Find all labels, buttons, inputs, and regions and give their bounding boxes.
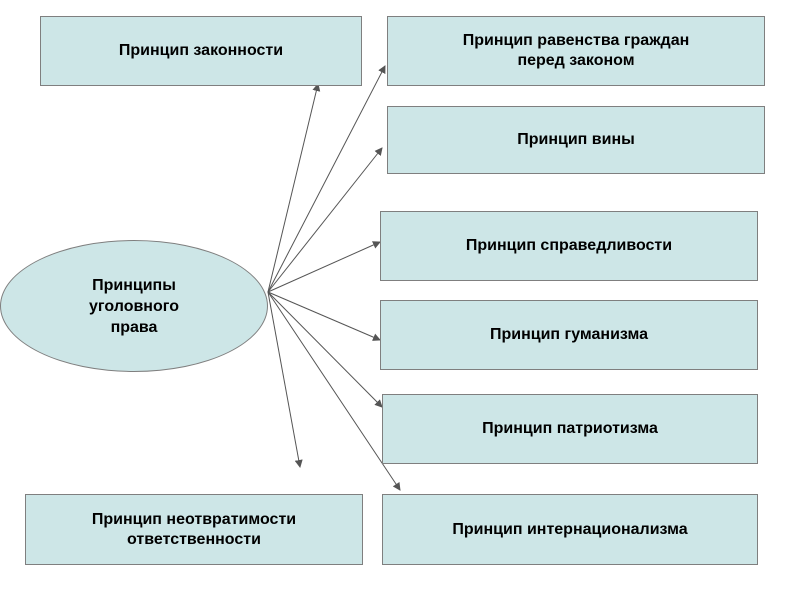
principle-patriotism-label: Принцип патриотизма bbox=[482, 420, 658, 437]
principle-internationalism: Принцип интернационализма bbox=[382, 494, 758, 565]
principle-legality-label: Принцип законности bbox=[118, 42, 284, 59]
principle-inevitability-label: Принцип неотвратимости ответственности bbox=[91, 510, 297, 548]
center-node-label: Принципы уголовного права bbox=[89, 276, 179, 336]
principle-guilt: Принцип вины bbox=[387, 106, 765, 174]
principle-patriotism: Принцип патриотизма bbox=[382, 394, 758, 464]
arrow-to-guilt bbox=[267, 147, 383, 293]
arrow-to-humanism bbox=[267, 291, 381, 341]
principle-humanism: Принцип гуманизма bbox=[380, 300, 758, 370]
principle-equality: Принцип равенства граждан перед законом bbox=[387, 16, 765, 86]
principle-equality-label: Принцип равенства граждан перед законом bbox=[462, 32, 690, 69]
principle-guilt-label: Принцип вины bbox=[517, 131, 635, 148]
arrow-to-inevitability bbox=[267, 291, 303, 468]
center-node: Принципы уголовного права bbox=[0, 240, 268, 372]
principle-internationalism-label: Принцип интернационализма bbox=[452, 520, 688, 538]
principle-humanism-label: Принцип гуманизма bbox=[489, 326, 648, 343]
principle-justice: Принцип справедливости bbox=[380, 211, 758, 281]
principle-justice-label: Принцип справедливости bbox=[465, 237, 673, 254]
arrow-to-patriotism bbox=[267, 291, 383, 408]
arrow-to-equality bbox=[267, 65, 386, 293]
principle-legality: Принцип законности bbox=[40, 16, 362, 86]
arrow-to-justice bbox=[267, 241, 381, 293]
arrow-to-legality bbox=[267, 83, 321, 293]
principle-inevitability: Принцип неотвратимости ответственности bbox=[25, 494, 363, 565]
